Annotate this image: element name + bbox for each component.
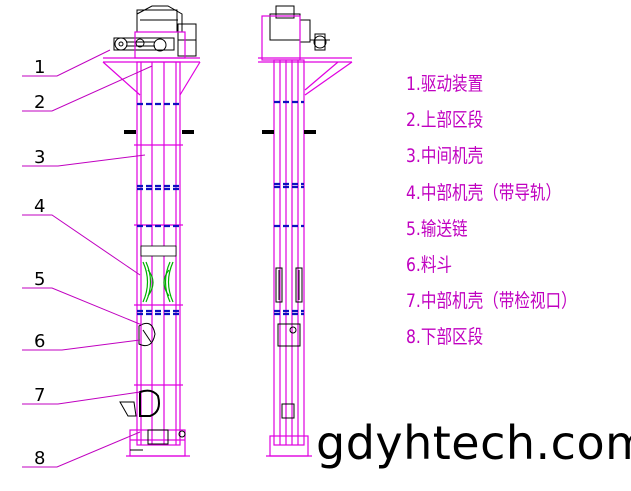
support-brackets-side [262, 130, 316, 134]
casing-inner-flange [140, 245, 177, 257]
callout-number-8: 8 [34, 448, 45, 469]
callout-numbers: 1 2 3 4 5 6 7 8 [34, 57, 45, 469]
legend-item: 6.料斗 [406, 253, 453, 276]
legend-item: 5.输送链 [406, 217, 468, 240]
callout-number-5: 5 [34, 269, 45, 290]
buckets-front [138, 322, 160, 417]
front-view [102, 5, 201, 457]
guide-rails-front [142, 261, 174, 303]
inspection-hatch-front [119, 401, 137, 417]
legend-item: 8.下部区段 [406, 326, 484, 349]
drive-unit-side [269, 5, 330, 51]
website-watermark: gdyhtech.com [316, 416, 631, 470]
legend-item: 2.上部区段 [406, 109, 484, 132]
component-legend: 1.驱动装置 2.上部区段 3.中间机壳 4.中部机壳（带导轨） 5.输送链 6… [406, 66, 614, 356]
callout-leaders [22, 49, 153, 468]
legend-item: 1.驱动装置 [406, 73, 484, 95]
buckets-side [277, 323, 301, 419]
chain-links-side [275, 267, 303, 303]
callout-number-7: 7 [34, 385, 45, 406]
callout-number-2: 2 [34, 92, 45, 113]
section-joints-front [137, 102, 180, 316]
legend-item: 3.中间机壳 [406, 145, 484, 168]
callout-number-6: 6 [34, 331, 45, 352]
callout-number-1: 1 [34, 57, 45, 78]
head-platform-side [258, 15, 353, 96]
drive-unit [113, 5, 197, 57]
boot-detail-front [130, 429, 186, 451]
support-brackets-front [124, 130, 194, 134]
side-view [258, 5, 353, 457]
casing-side [273, 59, 305, 446]
legend-item: 4.中部机壳（带导轨） [406, 181, 562, 204]
section-joints-side [274, 100, 304, 316]
legend-item: 7.中部机壳（带检视口） [406, 290, 577, 313]
boot-section-side [266, 435, 312, 457]
callout-number-3: 3 [34, 147, 45, 168]
callout-number-4: 4 [34, 196, 45, 217]
